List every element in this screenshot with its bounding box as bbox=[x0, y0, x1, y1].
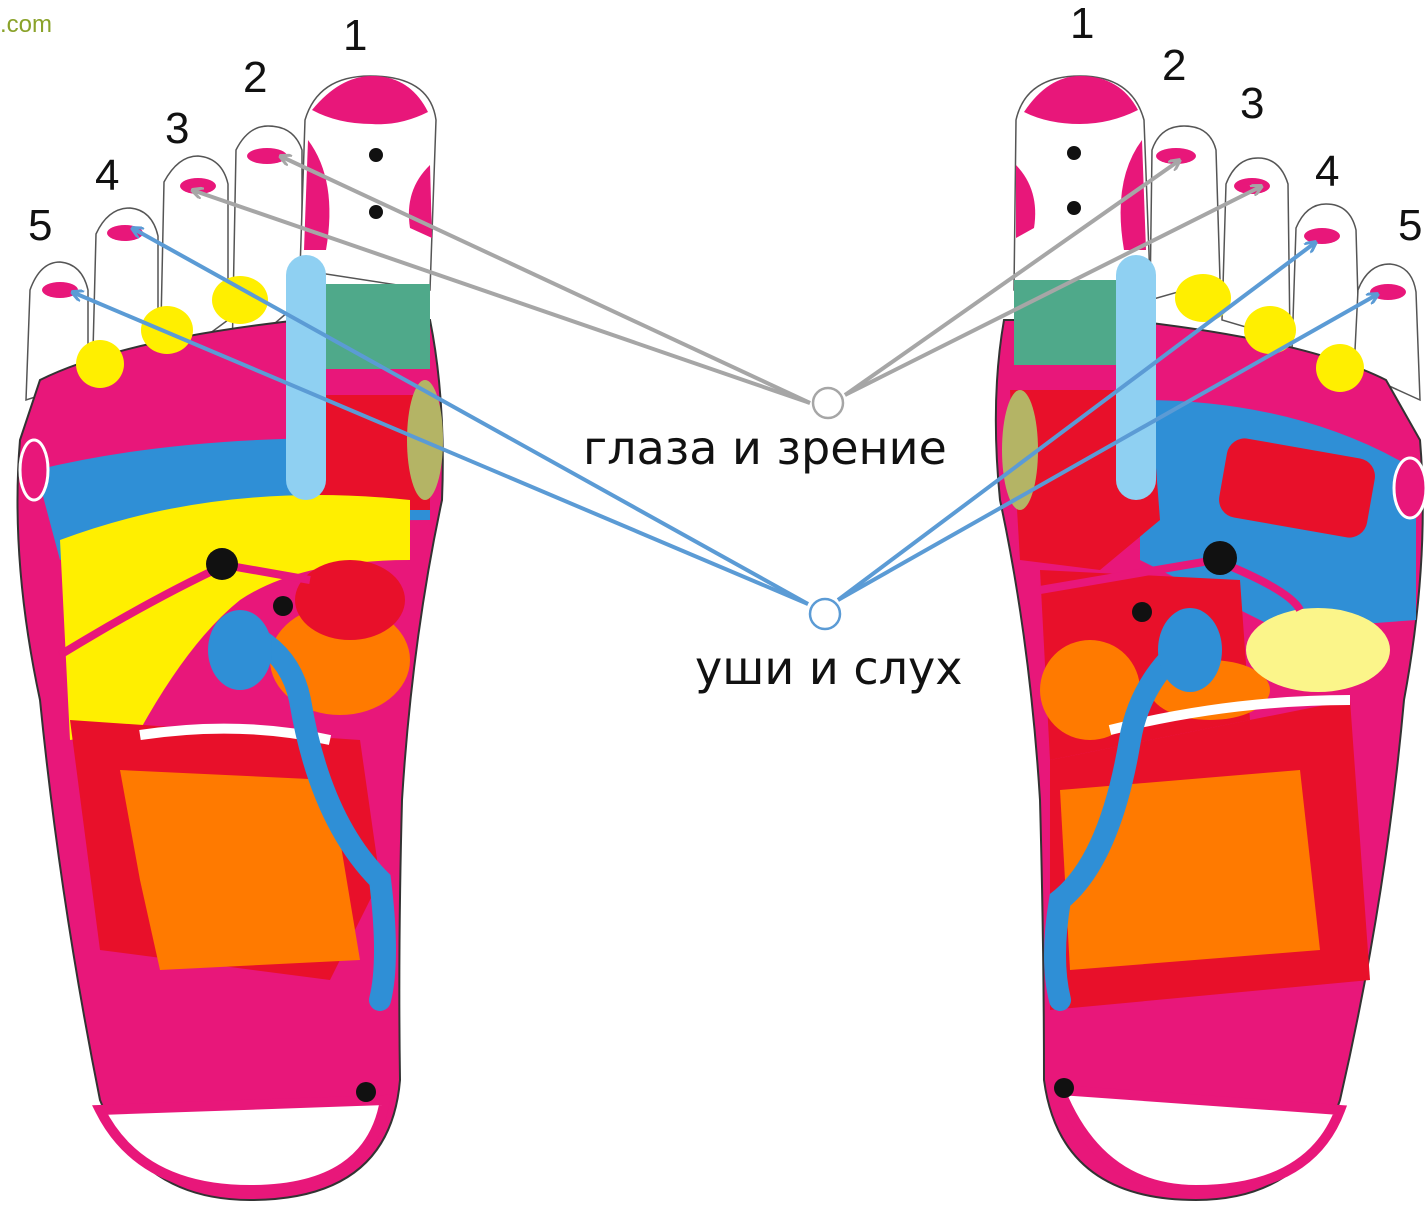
left-toe-number-1: 1 bbox=[343, 11, 367, 60]
right-toe-number-5: 5 bbox=[1398, 201, 1422, 250]
right-toe-number-4: 4 bbox=[1315, 147, 1339, 196]
right-toe-number-3: 3 bbox=[1240, 79, 1264, 128]
watermark-text: .com bbox=[0, 11, 52, 38]
left-toe-number-2: 2 bbox=[243, 53, 267, 102]
right-toe-number-2: 2 bbox=[1162, 41, 1186, 90]
eyes-label: глаза и зрение bbox=[583, 421, 947, 475]
left-light-blue-strip bbox=[286, 255, 326, 500]
left-toe-number-4: 4 bbox=[95, 151, 119, 200]
left-foot bbox=[18, 76, 444, 1200]
eye-hub-circle bbox=[813, 388, 843, 418]
ear-hub-circle bbox=[810, 599, 840, 629]
ears-label: уши и слух bbox=[695, 641, 963, 695]
right-toe-number-1: 1 bbox=[1070, 0, 1094, 48]
left-toe-number-5: 5 bbox=[28, 201, 52, 250]
left-toe-number-3: 3 bbox=[165, 104, 189, 153]
